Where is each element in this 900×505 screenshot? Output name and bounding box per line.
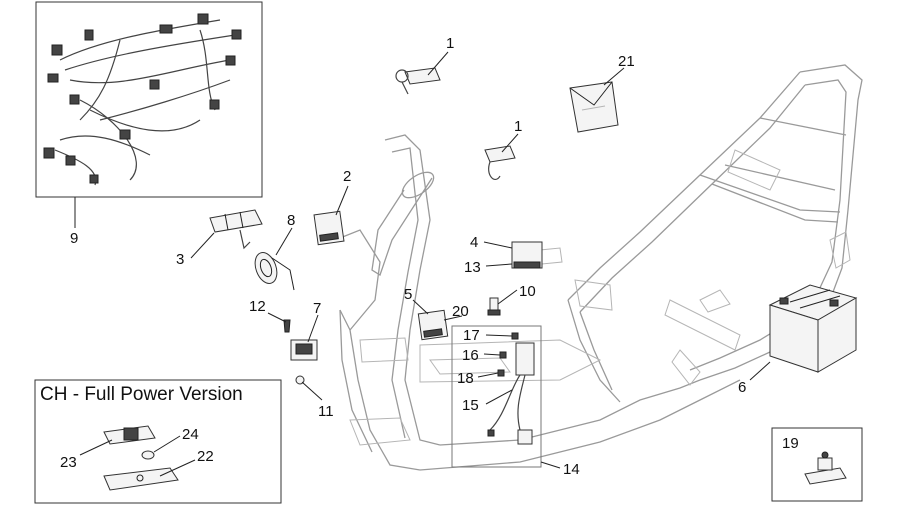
callout-4: 4 bbox=[470, 234, 478, 251]
flasher-part-5-20 bbox=[417, 309, 449, 341]
callout-11: 11 bbox=[318, 403, 334, 420]
callout-24: 24 bbox=[182, 426, 199, 443]
callout-22: 22 bbox=[197, 448, 214, 465]
screw-part-12 bbox=[283, 319, 291, 333]
part-24-illustration bbox=[141, 450, 155, 460]
voltage-regulator-part-3 bbox=[209, 209, 263, 250]
wiring-harness-inset bbox=[35, 1, 263, 198]
callout-20: 20 bbox=[452, 303, 469, 320]
callout-8: 8 bbox=[287, 212, 295, 229]
callout-10: 10 bbox=[519, 283, 536, 300]
callout-23: 23 bbox=[60, 454, 77, 471]
callout-5: 5 bbox=[404, 286, 412, 303]
inset-title: CH - Full Power Version bbox=[40, 384, 243, 405]
callout-2: 2 bbox=[343, 168, 351, 185]
callout-21: 21 bbox=[618, 53, 635, 70]
callout-14: 14 bbox=[563, 461, 580, 478]
part-23-illustration bbox=[103, 425, 156, 445]
leader-lines bbox=[74, 51, 771, 477]
callout-17: 17 bbox=[463, 327, 480, 344]
callout-labels: 1 1 2 3 4 5 6 7 8 9 10 11 12 13 14 15 16… bbox=[60, 35, 799, 478]
part-19-inset-border bbox=[771, 427, 863, 502]
part-19-illustration bbox=[804, 451, 847, 485]
callout-3: 3 bbox=[176, 251, 184, 268]
callout-9: 9 bbox=[70, 230, 78, 247]
horn-part-8 bbox=[254, 252, 295, 291]
callout-6: 6 bbox=[738, 379, 746, 396]
callout-7: 7 bbox=[313, 300, 321, 317]
scooter-frame bbox=[334, 64, 863, 471]
ch-full-power-inset: CH - Full Power Version bbox=[34, 379, 282, 504]
callout-1-upper: 1 bbox=[446, 35, 454, 52]
callout-13: 13 bbox=[464, 259, 481, 276]
harness-inset-border bbox=[35, 1, 263, 198]
part-19-inset bbox=[771, 427, 863, 502]
relay-part-2 bbox=[313, 210, 345, 246]
callout-16: 16 bbox=[462, 347, 479, 364]
callout-19: 19 bbox=[782, 435, 799, 452]
tool-kit-bag-part-21 bbox=[569, 81, 619, 133]
wiring-harness-illustration bbox=[43, 13, 242, 186]
fuse-part-10 bbox=[487, 297, 501, 316]
fuse-box-group-border bbox=[451, 325, 542, 468]
callout-1-lower: 1 bbox=[514, 118, 522, 135]
callout-12: 12 bbox=[249, 298, 266, 315]
battery-part-6 bbox=[768, 284, 858, 373]
callout-15: 15 bbox=[462, 397, 479, 414]
starter-relay-part-7 bbox=[290, 339, 318, 361]
sensor-part-1a bbox=[395, 67, 441, 95]
fuse-box-group-14 bbox=[451, 325, 542, 468]
part-22-illustration bbox=[103, 467, 179, 491]
callout-18: 18 bbox=[457, 370, 474, 387]
relay-part-4 bbox=[511, 241, 543, 269]
ch-inset-border bbox=[34, 379, 282, 504]
sensor-part-1b bbox=[484, 145, 516, 181]
